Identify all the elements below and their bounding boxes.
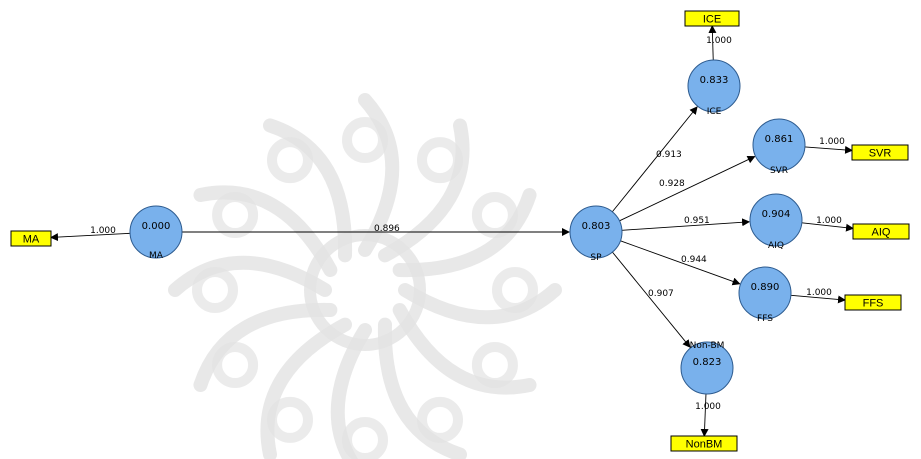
path-arrow-sp-ffs <box>620 240 741 286</box>
watermark-ring <box>471 192 518 238</box>
watermark-ring <box>342 417 388 459</box>
watermark-petal <box>378 118 470 263</box>
r-squared-value: 0.890 <box>751 282 780 293</box>
watermark-ring <box>492 267 538 313</box>
watermark-ring <box>417 137 463 184</box>
loading-arrow-ffs <box>790 294 846 304</box>
r-squared-value: 0.904 <box>762 209 791 220</box>
path-arrow-sp-nonbm <box>612 251 691 348</box>
r-squared-value: 0.000 <box>142 221 171 232</box>
indicator-label: ICE <box>703 14 721 26</box>
path-coefficient-label: 0.944 <box>681 255 707 265</box>
indicator-label: MA <box>23 234 40 246</box>
construct-name-label: SVR <box>770 166 788 176</box>
watermark-ring <box>267 137 313 184</box>
indicator-box <box>851 144 909 161</box>
path-coefficient-label: 0.951 <box>684 216 710 226</box>
r-squared-value: 0.833 <box>700 75 729 86</box>
watermark-petal <box>358 93 400 257</box>
construct-nonbm[interactable]: 0.823 Non-BM <box>680 341 734 395</box>
indicator-nonbm[interactable]: NonBM <box>670 435 738 452</box>
loading-arrow-nonbm <box>700 393 709 437</box>
loading-value-label: 1.000 <box>90 226 116 236</box>
r-squared-value: 0.823 <box>693 357 722 368</box>
watermark-seal <box>168 93 562 459</box>
path-coefficient-label: 0.896 <box>374 224 400 234</box>
indicator-ice[interactable]: ICE <box>684 10 740 27</box>
watermark-ring <box>212 342 259 388</box>
construct-circle <box>752 118 806 172</box>
path-arrow-sp-ice <box>611 106 698 213</box>
construct-circle <box>569 205 623 259</box>
loading-value-label: 1.000 <box>806 288 832 298</box>
indicator-aiq[interactable]: AIQ <box>852 223 910 240</box>
r-squared-value: 0.803 <box>582 221 611 232</box>
path-arrow-sp-svr <box>619 155 756 222</box>
path-coefficient-label: 0.928 <box>659 179 685 189</box>
indicator-ma[interactable]: MA <box>10 230 52 247</box>
watermark-petal <box>193 185 338 277</box>
indicator-svr[interactable]: SVR <box>851 144 909 161</box>
path-arrow-sp-aiq <box>621 218 751 231</box>
watermark-petal <box>377 317 467 459</box>
watermark-petal <box>168 255 332 297</box>
construct-circle <box>749 193 803 247</box>
construct-name-label: ICE <box>707 107 722 117</box>
watermark-ring <box>212 192 259 238</box>
construct-circle <box>738 266 792 320</box>
loading-arrow-aiq <box>801 222 854 232</box>
watermark-center <box>304 229 426 351</box>
indicator-label: FFS <box>863 298 884 310</box>
watermark-ring <box>267 396 313 443</box>
loading-value-label: 1.000 <box>706 36 732 46</box>
loading-arrow-ice <box>708 25 717 61</box>
construct-name-label: FFS <box>757 314 773 324</box>
indicator-label: NonBM <box>686 439 723 451</box>
loading-value-label: 1.000 <box>816 216 842 226</box>
edges-layer: 0.896 0.913 0.928 0.951 0.944 0.907 1.000 1.000… <box>50 25 854 437</box>
construct-name-label: Non-BM <box>690 341 725 351</box>
nodes-layer: 0.000MA0.803SP0.833ICE0.861SVR0.904AIQ0.… <box>129 59 806 395</box>
loading-arrow-svr <box>804 145 853 154</box>
watermark-petal <box>193 302 338 392</box>
watermark-ring <box>342 117 388 163</box>
watermark-petal <box>398 283 562 325</box>
r-squared-value: 0.861 <box>765 134 794 145</box>
indicator-ffs[interactable]: FFS <box>844 294 902 311</box>
construct-circle <box>680 341 734 395</box>
watermark-petal <box>330 323 372 459</box>
indicators-layer: MA ICE SVR AIQ FFS NonBM <box>10 10 910 452</box>
construct-name-label: SP <box>590 253 602 263</box>
construct-name-label: MA <box>149 251 164 261</box>
indicator-box <box>670 435 738 452</box>
indicator-label: AIQ <box>872 227 891 239</box>
construct-circle <box>129 205 183 259</box>
indicator-box <box>844 294 902 311</box>
construct-name-label: AIQ <box>768 241 784 251</box>
indicator-label: SVR <box>869 148 892 160</box>
watermark-ring <box>192 267 238 313</box>
loading-value-label: 1.000 <box>695 402 721 412</box>
watermark-petal <box>260 317 352 459</box>
watermark-petal <box>392 303 537 395</box>
loading-arrow-ma <box>50 232 131 242</box>
path-coefficient-label: 0.913 <box>656 150 682 160</box>
indicator-box <box>852 223 910 240</box>
loading-value-label: 1.000 <box>819 137 845 147</box>
watermark-petal <box>392 188 537 278</box>
watermark-ring <box>471 342 518 388</box>
indicator-box <box>684 10 740 27</box>
watermark-ring <box>417 396 463 443</box>
construct-circle <box>687 59 741 113</box>
path-coefficient-label: 0.907 <box>648 289 674 299</box>
indicator-box <box>10 230 52 247</box>
